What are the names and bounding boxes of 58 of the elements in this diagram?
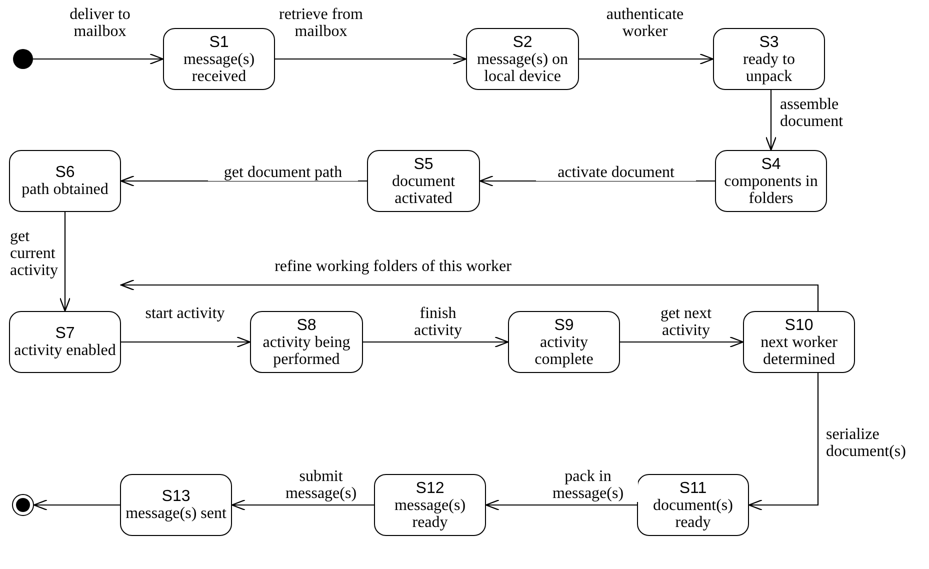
arrow — [121, 336, 251, 348]
arrow — [579, 53, 714, 65]
state-box — [743, 311, 855, 373]
state-description: next worker determined — [760, 334, 838, 368]
state-name: S7 — [55, 325, 75, 342]
state-description: message(s) sent — [126, 505, 226, 522]
state-name: S6 — [55, 164, 75, 181]
state-name: S9 — [554, 316, 574, 334]
arrow — [231, 499, 374, 511]
state-name: S13 — [162, 488, 190, 505]
arrow — [33, 53, 164, 65]
state-description: activity being performed — [262, 334, 352, 368]
state-box — [715, 150, 827, 212]
arrow — [33, 499, 120, 511]
state-box — [250, 311, 363, 373]
state-name: S8 — [296, 316, 316, 334]
state-name: S12 — [416, 480, 444, 496]
state-description: activity complete — [534, 334, 594, 368]
state-description: message(s) received — [182, 50, 256, 84]
arrow — [120, 279, 819, 311]
state-name: S10 — [784, 316, 814, 334]
state-description: message(s) on local device — [476, 50, 570, 84]
state-name: S2 — [512, 34, 532, 50]
state-box — [466, 28, 579, 90]
arrow — [765, 90, 777, 151]
arrow — [620, 336, 744, 348]
state-box — [508, 311, 620, 373]
state-name: S5 — [414, 156, 434, 172]
final-state — [12, 494, 34, 516]
arrow — [748, 373, 819, 511]
initial-state — [13, 49, 33, 69]
state-description: document(s) ready — [652, 496, 734, 530]
arrow — [485, 499, 637, 511]
state-name: S3 — [759, 34, 779, 50]
state-description: components in folders — [723, 172, 819, 206]
arrow — [275, 53, 467, 65]
arrow — [120, 175, 367, 187]
state-description: path obtained — [22, 181, 108, 198]
arrow — [363, 336, 509, 348]
state-box — [9, 150, 121, 212]
state-description: activity enabled — [14, 342, 116, 359]
state-description: message(s) ready — [393, 496, 467, 530]
state-name: S4 — [761, 156, 781, 172]
state-box — [637, 474, 749, 536]
edge-label: get document path — [208, 164, 358, 181]
state-box — [374, 474, 486, 536]
state-description: ready to unpack — [742, 50, 796, 84]
state-description: document activated — [390, 172, 456, 206]
state-box — [713, 28, 825, 90]
edge-label: activate document — [536, 164, 696, 181]
state-box — [9, 311, 121, 373]
state-name: S1 — [209, 34, 229, 50]
state-box — [120, 474, 232, 536]
arrow — [59, 212, 71, 312]
state-box — [367, 150, 480, 212]
arrow — [479, 175, 715, 187]
state-box — [163, 28, 275, 90]
state-name: S11 — [679, 480, 707, 496]
